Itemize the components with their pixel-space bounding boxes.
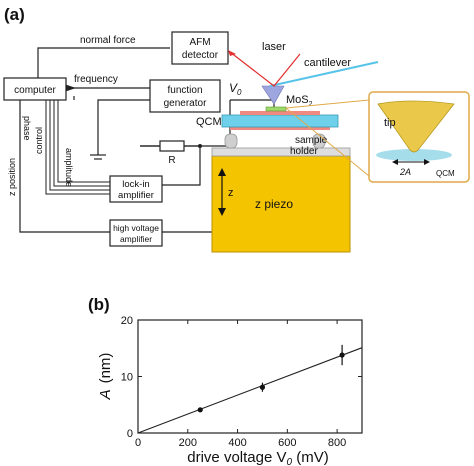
inset-tip-label: tip	[384, 117, 396, 129]
cantilever-label: cantilever	[304, 57, 351, 69]
frequency-label: frequency	[74, 74, 118, 85]
function-generator-line2: generator	[164, 98, 207, 109]
v0-label: V0	[229, 81, 242, 97]
inset-2a-label: 2A	[399, 167, 411, 177]
data-point	[197, 407, 203, 413]
hv-amplifier-line1: high voltage	[113, 223, 159, 233]
computer-box	[3, 77, 67, 101]
x-tick-label: 800	[328, 437, 346, 449]
lockin-line1: lock-in	[122, 179, 149, 190]
inset-qcm-surface	[376, 149, 452, 161]
hv-amplifier-line2: amplifier	[120, 234, 152, 244]
normal-force-label: normal force	[80, 35, 136, 46]
electrode-bottom	[230, 126, 330, 130]
plot-frame	[137, 319, 363, 434]
y-tick-label: 20	[121, 315, 133, 327]
afm-detector-box	[171, 31, 229, 65]
lockin-line2: amplifier	[118, 190, 154, 201]
chart-b: 0 200 400 600 800 0 10 20	[121, 315, 363, 449]
hv-amplifier-box	[109, 219, 163, 247]
inset-tip	[377, 100, 455, 153]
z-arrow-label: z	[228, 187, 234, 199]
sample-holder-line1: sample	[295, 135, 328, 146]
inset-pointer	[285, 99, 370, 109]
afm-detector-line1: AFM	[189, 37, 210, 48]
junction-dot	[198, 144, 202, 148]
y-tick-label: 0	[127, 428, 133, 440]
x-tick-label: 0	[135, 437, 141, 449]
support-left	[224, 133, 238, 149]
wiring	[19, 44, 275, 233]
panel-b-label: (b)	[88, 295, 110, 314]
x-tick-label: 400	[228, 437, 246, 449]
qcm-crystal	[221, 114, 339, 128]
panel-a-label: (a)	[4, 5, 25, 24]
afm-tip	[261, 85, 285, 105]
data-point	[339, 352, 345, 358]
x-tick-label: 600	[278, 437, 296, 449]
fit-line	[137, 347, 363, 434]
function-generator-box	[149, 79, 221, 113]
control-label: control	[34, 127, 44, 154]
laser-label: laser	[262, 41, 286, 53]
resistor-label: R	[168, 155, 175, 166]
qcm-label: QCM	[196, 116, 222, 128]
computer-label: computer	[14, 85, 56, 96]
mos2-label: MoS2	[286, 94, 313, 108]
afm-detector-line2: detector	[182, 50, 219, 61]
cantilever	[269, 61, 379, 87]
x-tick-label: 200	[179, 437, 197, 449]
mos2-flake	[265, 106, 287, 112]
resistor	[159, 140, 185, 152]
inset-qcm-label: QCM	[436, 169, 455, 178]
electrode-top	[240, 111, 320, 115]
sample-holder-line2: holder	[290, 146, 318, 157]
amplitude-label: amplitude	[64, 148, 74, 187]
data-point	[259, 384, 266, 390]
z-position-label: z position	[7, 158, 17, 196]
phase-label: phase	[22, 116, 32, 141]
z-piezo	[211, 155, 351, 253]
z-piezo-label: z piezo	[255, 197, 293, 211]
sample-holder	[211, 147, 351, 157]
laser-beam	[229, 51, 301, 87]
y-tick-label: 10	[121, 372, 133, 384]
lockin-box	[109, 175, 163, 203]
y-axis-title: A(nm)	[97, 353, 114, 401]
x-axis-title: drive voltage V0 (mV)	[187, 449, 328, 466]
function-generator-line1: function	[167, 85, 202, 96]
